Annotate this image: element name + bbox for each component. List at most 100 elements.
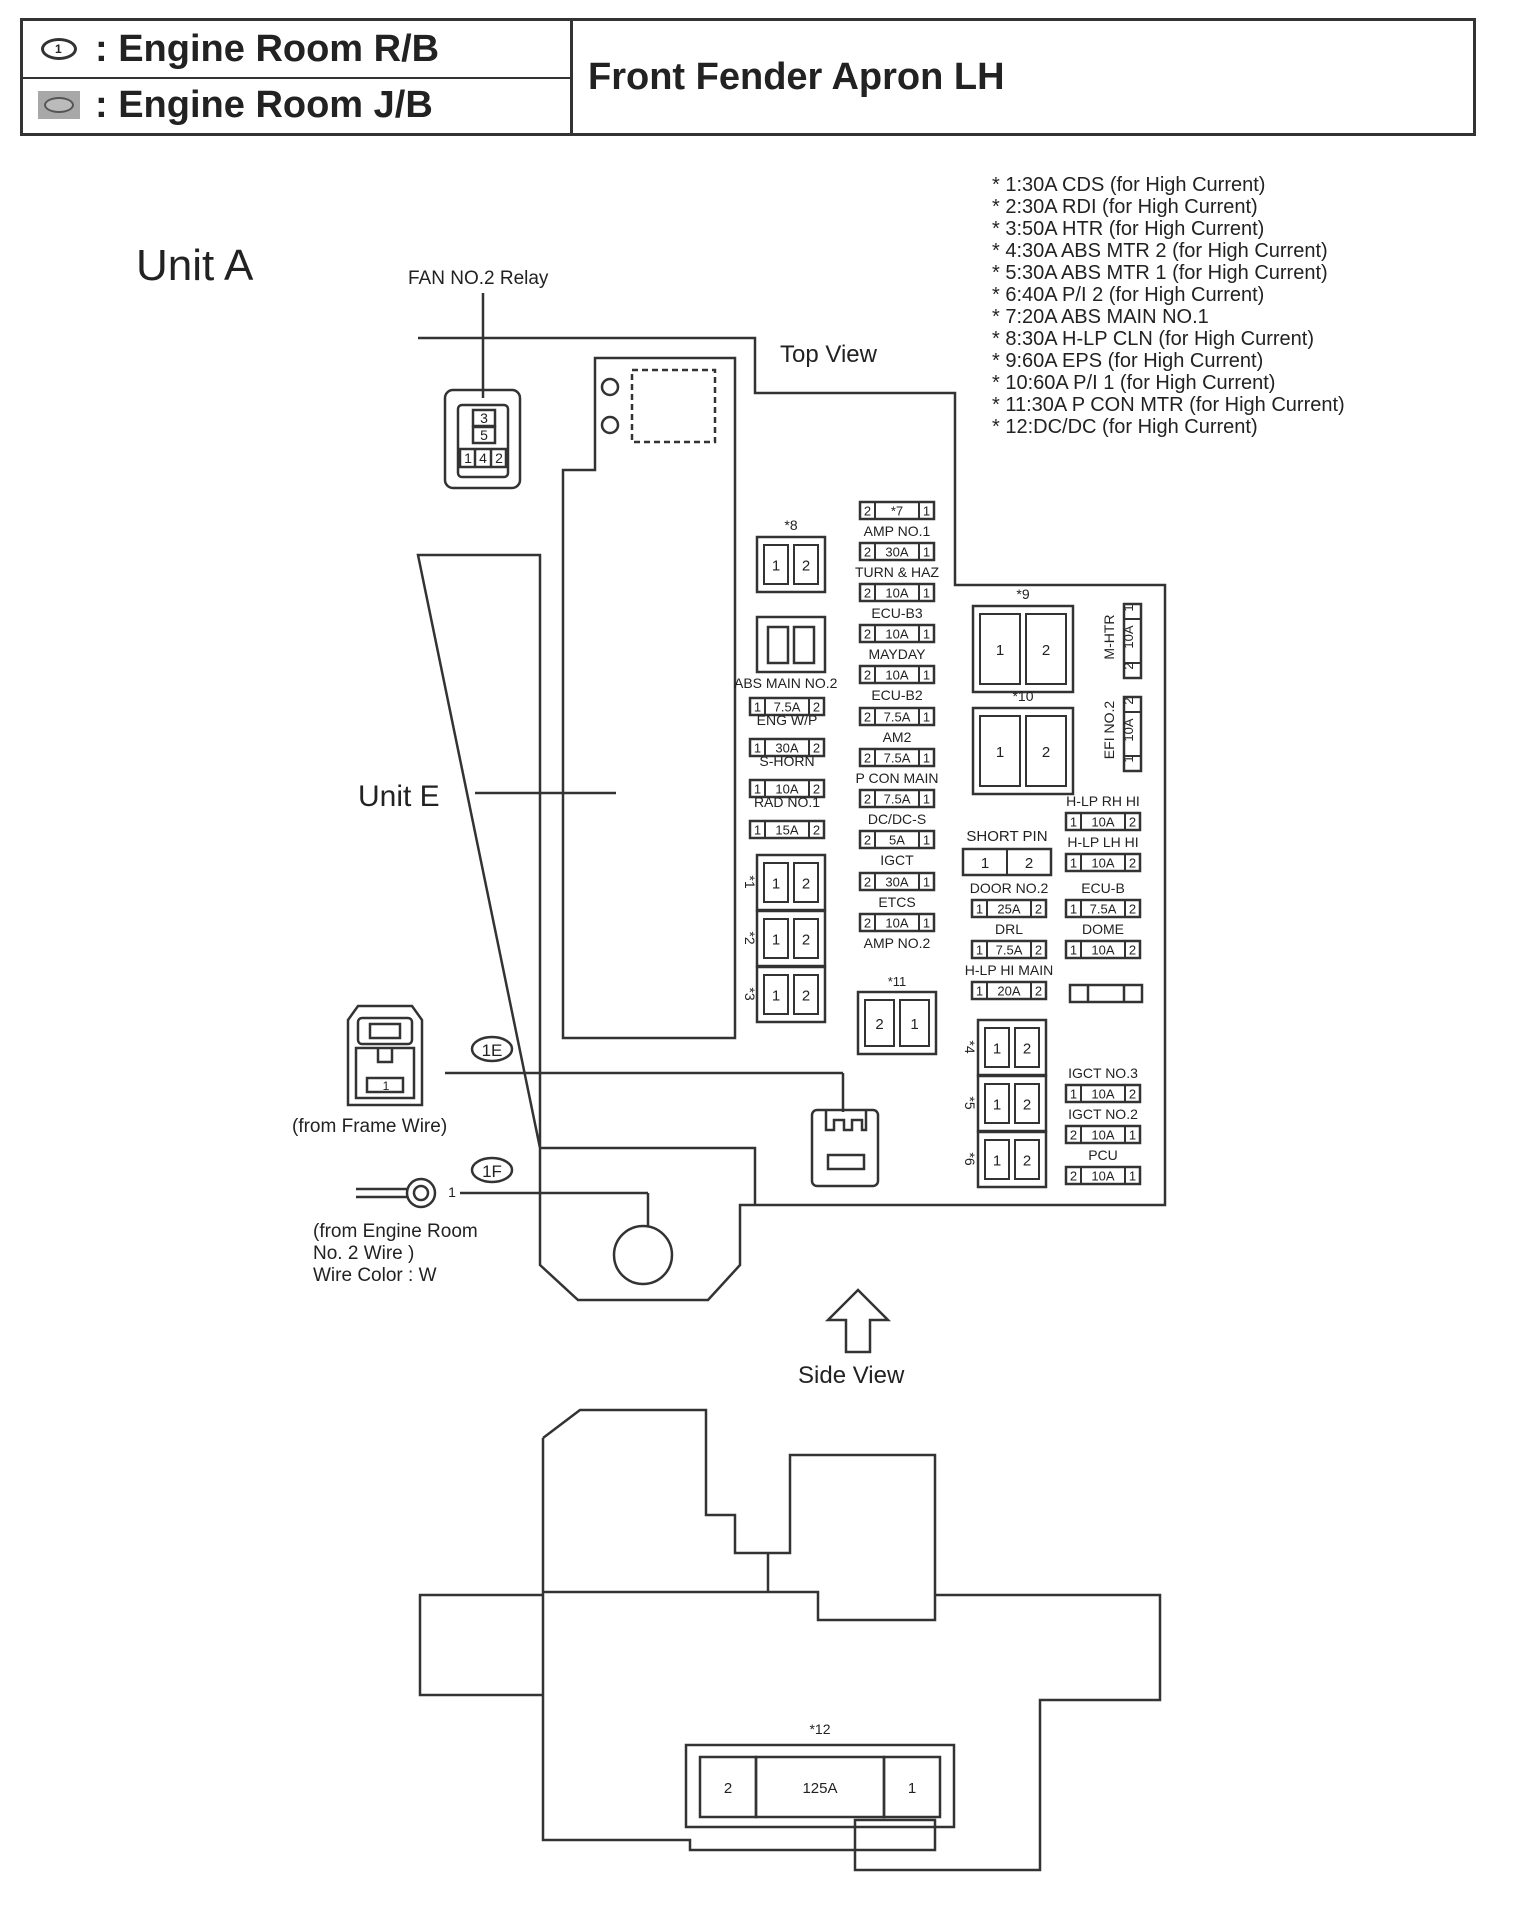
dcdc-rating: 125A	[802, 1780, 837, 1797]
right-fuse-body	[1064, 1124, 1142, 1145]
center-fuse-pin: 2	[864, 792, 871, 807]
note-line: * 5:30A ABS MTR 1 (for High Current)	[992, 262, 1328, 284]
fuse-notes: * 1:30A CDS (for High Current) * 2:30A R…	[992, 174, 1345, 438]
right-fuse-pin: 2	[1129, 943, 1136, 958]
unit-e-label: Unit E	[358, 780, 440, 813]
center-fuse-pin: 1	[923, 751, 930, 766]
dcdc-pin: 2	[724, 1780, 732, 1797]
side-view-outline	[418, 1408, 1162, 1872]
large-fuse-label: *10	[1012, 688, 1033, 704]
large-fuse-label: *1	[742, 875, 758, 888]
center-fuse-rating: 10A	[885, 668, 908, 683]
center-fuse-pin: 1	[923, 875, 930, 890]
large-fuse-body	[971, 706, 1075, 796]
right-fuse-pin: 1	[1070, 1087, 1077, 1102]
center-fuse-rating: 30A	[885, 545, 908, 560]
spare-fuse-slot	[1068, 983, 1144, 1004]
large-fuse-pin: 1	[772, 558, 780, 575]
note-line: * 11:30A P CON MTR (for High Current)	[992, 394, 1345, 416]
right-fuse-pin: 2	[1129, 815, 1136, 830]
large-fuse-pin: 2	[1023, 1097, 1031, 1114]
center-fuse-big-blade	[864, 999, 895, 1047]
large-fuse-blade	[763, 918, 789, 959]
center-fuse-label: MAYDAY	[868, 646, 926, 662]
right-fuse-pin: 1	[1129, 1128, 1136, 1143]
left-fuse-pin: 1	[754, 823, 761, 838]
right-fuse-pin: 2	[1070, 1169, 1077, 1184]
center-fuse-body	[858, 912, 936, 933]
right-fuse-pin: 2	[1129, 1087, 1136, 1102]
right-fuse-body	[1064, 1165, 1142, 1186]
center-fuse-pin: 2	[864, 668, 871, 683]
large-fuse-blade	[1014, 1139, 1040, 1180]
frame-wire-label: (from Frame Wire)	[292, 1116, 447, 1137]
large-fuse-label: *9	[1016, 586, 1029, 602]
note-line: * 8:30A H-LP CLN (for High Current)	[992, 328, 1314, 350]
note-line: * 3:50A HTR (for High Current)	[992, 218, 1265, 240]
large-fuse-body	[976, 1130, 1048, 1189]
large-fuse-pin: 2	[802, 558, 810, 575]
large-fuse-blade	[793, 862, 819, 903]
large-fuse-label: *5	[962, 1096, 978, 1109]
frame-wire-connector	[346, 1004, 424, 1107]
legend-jb-label: : Engine Room J/B	[95, 83, 433, 126]
center-fuse-label: DC/DC-S	[868, 811, 926, 827]
center-fuse-big-pin: 2	[875, 1016, 883, 1033]
center-fuse-label: *11	[888, 974, 907, 989]
top-view-label: Top View	[780, 341, 878, 368]
center-fuse-label: ECU-B2	[871, 687, 923, 703]
frame-pin: 1	[383, 1079, 390, 1093]
note-line: * 7:20A ABS MAIN NO.1	[992, 306, 1209, 328]
center-fuse-big-blade	[899, 999, 930, 1047]
short-pin-pin: 2	[1025, 855, 1033, 872]
header-box: 1 : Engine Room R/B : Engine Room J/B Fr…	[20, 18, 1476, 136]
large-fuse-pin: 1	[772, 932, 780, 949]
center-fuse-label: ETCS	[878, 894, 915, 910]
center-fuse-rating: *7	[891, 504, 903, 519]
large-fuse-blade	[1025, 715, 1067, 787]
right-fuse-label: DOOR NO.2	[970, 880, 1049, 896]
center-fuse-pin: 2	[864, 710, 871, 725]
left-fuse-pin: 2	[813, 823, 820, 838]
unit-a-label: Unit A	[136, 241, 254, 290]
center-fuse-label: P CON MAIN	[856, 770, 939, 786]
large-fuse-blade	[984, 1139, 1010, 1180]
left-fuse-rating: 10A	[775, 782, 798, 797]
large-fuse-label: *3	[742, 987, 758, 1000]
engine-wire-label: (from Engine Room	[313, 1221, 478, 1242]
center-fuse-label: AMP NO.2	[864, 935, 931, 951]
right-fuse-label: PCU	[1088, 1147, 1118, 1163]
center-fuse-label: AMP NO.1	[864, 523, 931, 539]
right-fuse-rating: 7.5A	[996, 943, 1023, 958]
vertical-fuse-rating: 10A	[1121, 625, 1136, 648]
center-fuse-pin: 2	[864, 586, 871, 601]
large-fuse-pin: 1	[993, 1041, 1001, 1058]
large-fuse-blade	[984, 1027, 1010, 1068]
abs-main-no2-label: ABS MAIN NO.2	[734, 675, 838, 691]
center-fuse-rating: 10A	[885, 586, 908, 601]
page-title: Front Fender Apron LH	[588, 55, 1005, 98]
relay-pin: 1	[464, 450, 472, 466]
large-fuse-pin: 2	[802, 876, 810, 893]
large-fuse-pin: 2	[1042, 744, 1050, 761]
center-fuse-body	[858, 541, 936, 562]
large-fuse-blade	[763, 544, 789, 585]
left-fuse-label: RAD NO.1	[754, 794, 820, 810]
note-line: * 9:60A EPS (for High Current)	[992, 350, 1264, 372]
right-fuse-label: H-LP LH HI	[1067, 834, 1138, 850]
left-fuse-pin: 1	[754, 782, 761, 797]
left-fuse-body	[748, 696, 826, 717]
right-fuse-pin: 2	[1035, 902, 1042, 917]
large-fuse-blade	[1014, 1083, 1040, 1124]
legend-rb-label: : Engine Room R/B	[95, 27, 440, 70]
center-fuse-rating: 30A	[885, 875, 908, 890]
engine-wire-label: Wire Color : W	[313, 1265, 437, 1286]
abs-main-no2-relay	[755, 615, 827, 674]
right-fuse-body	[970, 898, 1048, 919]
vertical-fuse-label: EFI NO.2	[1101, 701, 1117, 760]
center-fuse-body	[858, 788, 936, 809]
large-fuse-pin: 2	[802, 932, 810, 949]
connector-1f-label: 1F	[482, 1162, 502, 1181]
large-fuse-pin: 1	[772, 876, 780, 893]
right-fuse-pin: 1	[1070, 943, 1077, 958]
